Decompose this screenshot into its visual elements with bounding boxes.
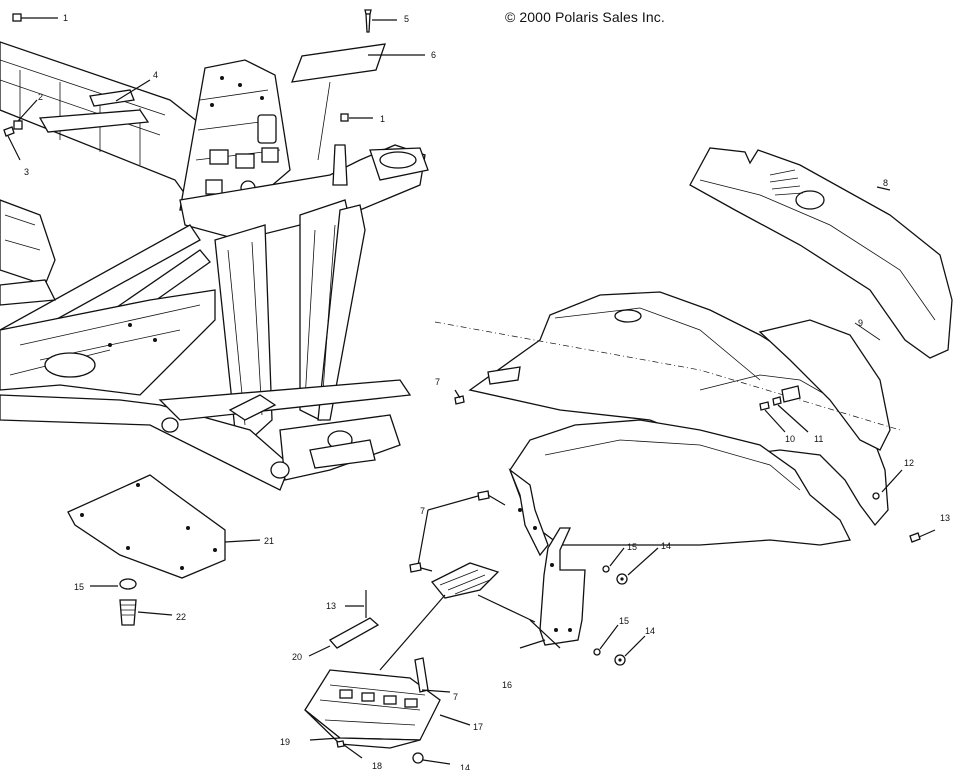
- callout-15c: 15: [74, 582, 84, 592]
- callout-1: 1: [63, 13, 68, 23]
- callout-15b: 15: [619, 616, 629, 626]
- callout-13b: 13: [326, 601, 336, 611]
- callout-16: 16: [502, 680, 512, 690]
- callout-17: 17: [473, 722, 483, 732]
- fender-fasteners: [409, 389, 809, 573]
- frame-hardware: [3, 9, 425, 161]
- callout-labels: 1 2 3 4 5 6 1 7 8 9 10 11 12 13 7 15 14 …: [24, 13, 950, 773]
- skid-plate-part: [67, 474, 261, 626]
- callout-19: 19: [280, 737, 290, 747]
- callout-15: 15: [627, 542, 637, 552]
- callout-5: 5: [404, 14, 409, 24]
- mud-flap-part: [519, 527, 659, 666]
- foot-bracket-part: [430, 562, 536, 623]
- footrest-part: [304, 590, 471, 765]
- vehicle-frame: [0, 41, 429, 491]
- clip-icon: [13, 120, 23, 130]
- callout-4: 4: [153, 70, 158, 80]
- callout-1b: 1: [380, 114, 385, 124]
- callout-7b: 7: [420, 506, 425, 516]
- callout-21: 21: [264, 536, 274, 546]
- callout-14b: 14: [645, 626, 655, 636]
- callout-13: 13: [940, 513, 950, 523]
- callout-6: 6: [431, 50, 436, 60]
- rear-fender-part: [434, 291, 936, 543]
- callout-18: 18: [372, 761, 382, 770]
- callout-14c: 14: [460, 763, 470, 770]
- callout-2: 2: [38, 92, 43, 102]
- rear-cover-part: [689, 147, 953, 359]
- callout-3: 3: [24, 167, 29, 177]
- callout-7c: 7: [453, 692, 458, 702]
- copyright-notice: © 2000 Polaris Sales Inc.: [505, 9, 665, 25]
- callout-20: 20: [292, 652, 302, 662]
- callout-11: 11: [814, 434, 823, 444]
- callout-22: 22: [176, 612, 186, 622]
- callout-12: 12: [904, 458, 914, 468]
- nut-icon: [12, 13, 22, 22]
- callout-10: 10: [785, 434, 795, 444]
- callout-7: 7: [435, 377, 440, 387]
- callout-9: 9: [858, 318, 863, 328]
- callout-8: 8: [883, 178, 888, 188]
- front-fender-part: [508, 419, 851, 557]
- callout-14: 14: [661, 541, 671, 551]
